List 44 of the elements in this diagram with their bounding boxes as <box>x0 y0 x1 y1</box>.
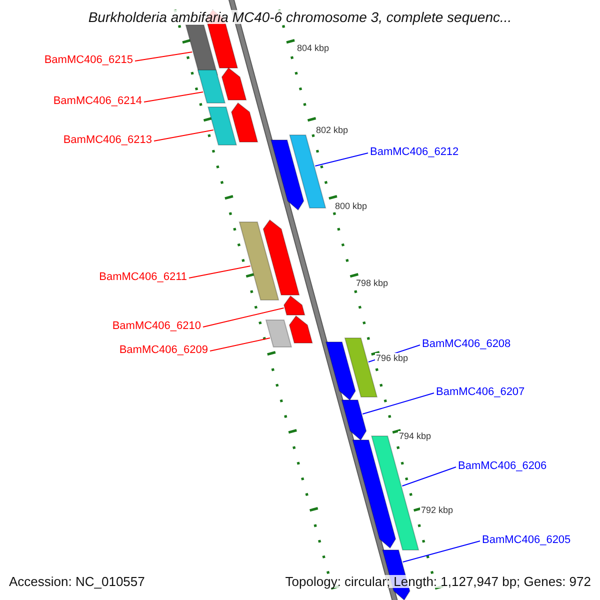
scale-label: 792 kbp <box>420 505 454 516</box>
gene-bar <box>289 134 326 208</box>
gene-bar <box>265 320 292 348</box>
leader-line <box>402 466 456 486</box>
gene-feature <box>262 219 300 296</box>
scale-label: 798 kbp <box>355 278 390 289</box>
gene-feature <box>283 295 306 316</box>
gene-label: BamMC406_6211 <box>99 272 187 283</box>
leader-line <box>154 130 214 142</box>
scale-label: 794 kbp <box>398 431 432 442</box>
gene-feature <box>221 67 247 100</box>
gene-label: BamMC406_6208 <box>422 339 511 350</box>
gene-feature <box>230 102 258 142</box>
leader-line <box>134 52 193 62</box>
gene-feature <box>341 400 367 441</box>
gene-label: BamMC406_6206 <box>458 461 547 472</box>
leader-line <box>402 540 480 562</box>
accession-text: Accession: NC_010557 <box>9 575 145 588</box>
gene-label: BamMC406_6209 <box>119 345 208 356</box>
leader-line <box>362 392 434 414</box>
gene-label: BamMC406_6207 <box>436 387 525 398</box>
gene-bar <box>238 222 280 300</box>
gene-bar <box>344 338 378 398</box>
gene-feature <box>325 342 356 401</box>
leader-line <box>188 266 251 278</box>
title: Burkholderia ambifaria MC40-6 chromosome 3, complete sequenc... <box>88 10 512 24</box>
scale-label: 802 kbp <box>315 125 350 136</box>
leader-line <box>210 338 270 352</box>
gene-label: BamMC406_6210 <box>112 321 201 332</box>
scale-label: 796 kbp <box>375 353 410 364</box>
leader-line <box>202 308 284 328</box>
gene-label: BamMC406_6214 <box>53 96 142 107</box>
scale-label: 804 kbp <box>296 43 330 54</box>
gene-feature <box>352 440 396 549</box>
genome-stats-text: Topology: circular; Length: 1,127,947 bp; Genes: 972 <box>285 575 591 588</box>
gene-bar <box>207 106 238 146</box>
gene-feature <box>288 315 313 344</box>
gene-label: BamMC406_6215 <box>44 55 133 66</box>
scale-label: 800 kbp <box>334 201 368 212</box>
gene-label: BamMC406_6205 <box>482 535 571 546</box>
gene-feature <box>270 140 304 211</box>
gene-label: BamMC406_6212 <box>370 147 459 158</box>
gene-label: BamMC406_6213 <box>63 135 152 146</box>
leader-line <box>314 152 368 166</box>
